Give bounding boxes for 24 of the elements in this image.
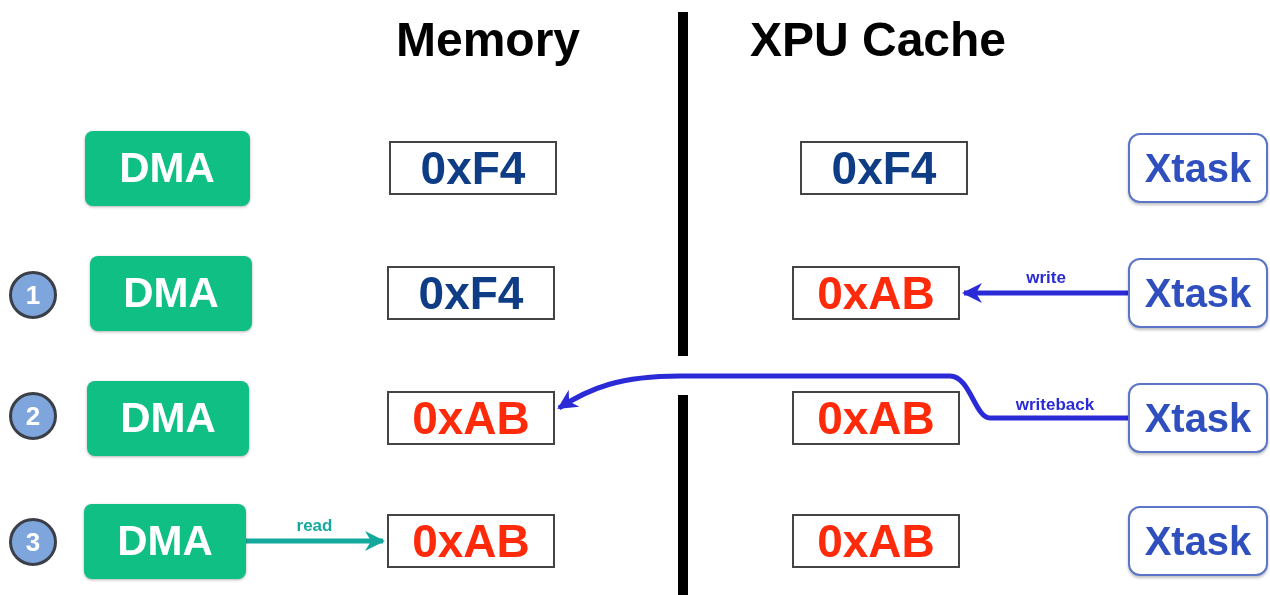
memory-value-box: 0xAB: [792, 391, 960, 445]
column-heading: Memory: [395, 16, 581, 64]
dma-box: DMA: [90, 255, 252, 331]
edge-label: write: [1026, 268, 1066, 286]
memory-value-box: 0xF4: [800, 141, 968, 195]
task-box: Xtask: [1128, 258, 1268, 328]
arrow: [246, 531, 385, 551]
dma-box: DMA: [84, 503, 246, 579]
arrow: [962, 283, 1128, 303]
memory-value-box: 0xAB: [792, 266, 960, 320]
task-box: Xtask: [1128, 383, 1268, 453]
memory-value-box: 0xAB: [387, 391, 555, 445]
memory-value-box: 0xAB: [387, 514, 555, 568]
arrow: [557, 373, 1128, 421]
task-box: Xtask: [1128, 506, 1268, 576]
edge-label: read: [296, 516, 333, 534]
edge-label: writeback: [1015, 395, 1095, 413]
memory-value-box: 0xF4: [387, 266, 555, 320]
memory-value-box: 0xAB: [792, 514, 960, 568]
task-box: Xtask: [1128, 133, 1268, 203]
column-heading: XPU Cache: [749, 16, 1007, 64]
memory-value-box: 0xF4: [389, 141, 557, 195]
dma-box: DMA: [87, 380, 249, 456]
dma-box: DMA: [84, 130, 250, 206]
